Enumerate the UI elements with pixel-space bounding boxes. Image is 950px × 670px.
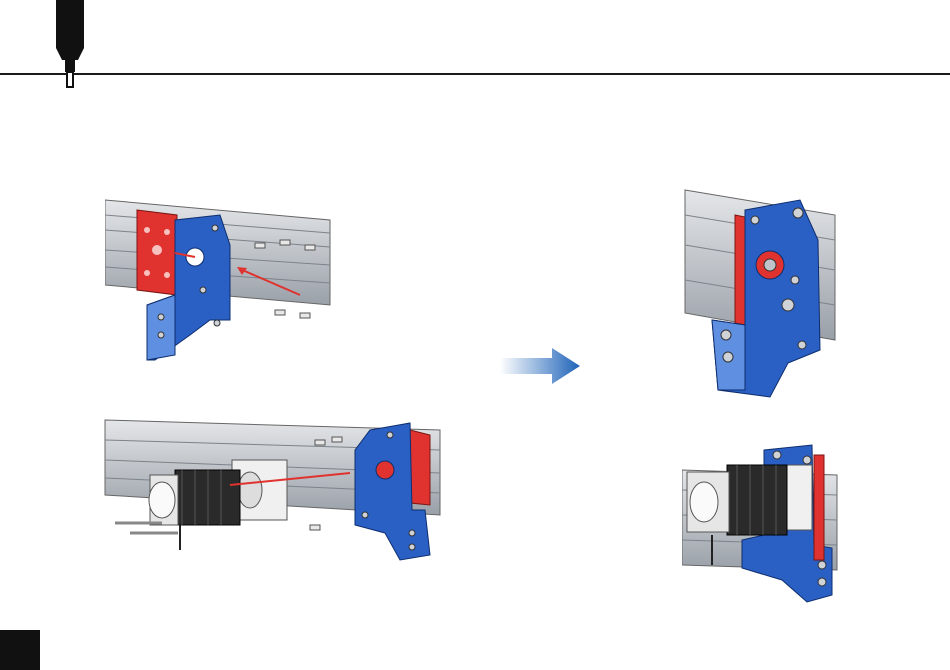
right-arrow-icon [500, 348, 580, 384]
red-spacer-plate [814, 455, 824, 560]
plate-exploded-view [105, 195, 340, 370]
header-rule [0, 73, 950, 75]
motor-exploded-view [100, 415, 445, 565]
motor-assembled-view [682, 440, 842, 605]
red-spacer-plate [410, 430, 430, 505]
red-spacer-plate [735, 215, 745, 325]
stepper-motor [727, 465, 787, 535]
page-number-tab [0, 630, 40, 670]
router-bit-icon [50, 0, 110, 95]
plate-assembled-view [680, 185, 840, 400]
